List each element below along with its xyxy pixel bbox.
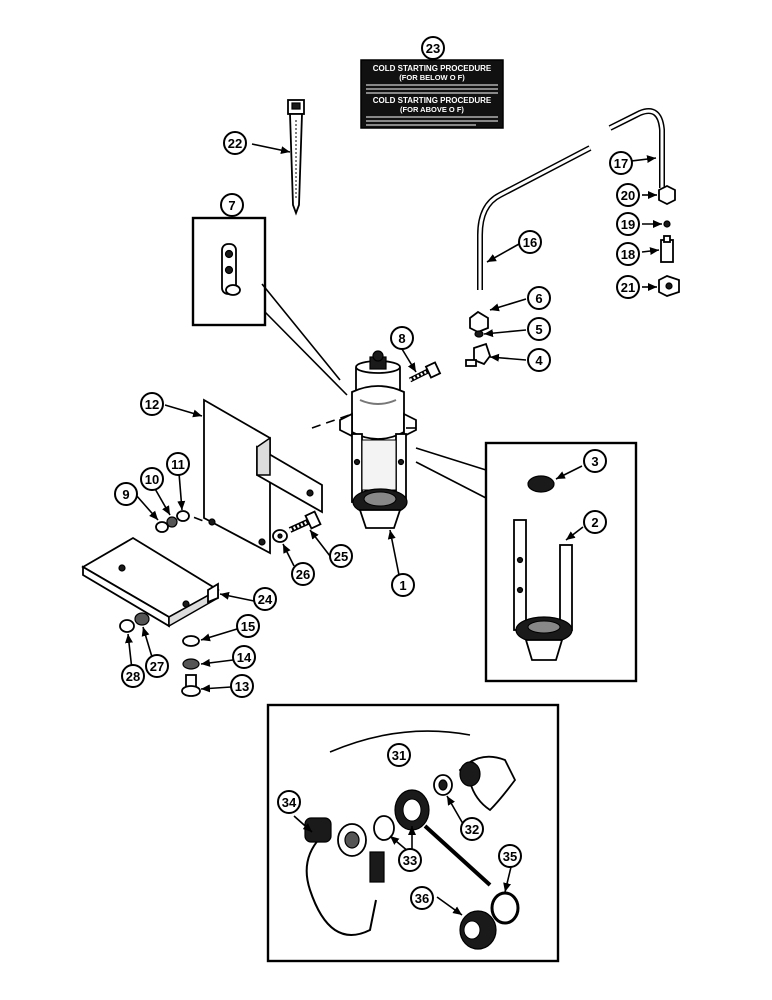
svg-text:32: 32	[465, 822, 479, 837]
callout-26: 26	[291, 562, 315, 586]
inset-box-clamp	[191, 216, 348, 396]
svg-text:34: 34	[282, 795, 297, 810]
svg-text:5: 5	[535, 322, 542, 337]
callout-2: 2	[583, 510, 607, 534]
svg-text:31: 31	[392, 748, 406, 763]
callout-27: 27	[145, 654, 169, 678]
svg-text:2: 2	[591, 515, 598, 530]
callout-7: 7	[220, 193, 244, 217]
fittings-4-6	[465, 310, 492, 367]
callout-28: 28	[121, 664, 145, 688]
fittings-18-21	[658, 184, 680, 297]
svg-text:10: 10	[145, 472, 159, 487]
cable-tie-part	[287, 99, 305, 216]
callout-3: 3	[583, 449, 607, 473]
callout-23: 23	[421, 36, 445, 60]
callout-36: 36	[410, 886, 434, 910]
svg-text:9: 9	[122, 487, 129, 502]
svg-text:24: 24	[258, 592, 273, 607]
svg-text:4: 4	[535, 353, 543, 368]
nut-washer-set-9-11	[155, 510, 190, 533]
start-aid-canister	[339, 350, 417, 529]
callout-20: 20	[616, 183, 640, 207]
svg-text:27: 27	[150, 659, 164, 674]
callout-5: 5	[527, 317, 551, 341]
callout-16: 16	[518, 230, 542, 254]
decal-sub-1: (FOR BELOW O F)	[399, 73, 465, 82]
fuel-tube	[477, 108, 665, 290]
bolt-nut-25-26	[272, 510, 322, 543]
svg-text:6: 6	[535, 291, 542, 306]
callout-14: 14	[232, 645, 256, 669]
callout-34: 34	[277, 790, 301, 814]
callout-35: 35	[498, 844, 522, 868]
nut-washer-27-28	[119, 612, 150, 633]
svg-text:18: 18	[621, 247, 635, 262]
svg-text:3: 3	[591, 454, 598, 469]
decal-sub-2: (FOR ABOVE O F)	[400, 105, 464, 114]
svg-text:33: 33	[403, 853, 417, 868]
callout-31: 31	[387, 743, 411, 767]
svg-text:19: 19	[621, 217, 635, 232]
cold-start-decal: COLD STARTING PROCEDURE (FOR BELOW O F) …	[360, 59, 504, 129]
callout-19: 19	[616, 212, 640, 236]
svg-text:21: 21	[621, 280, 635, 295]
callout-13: 13	[230, 674, 254, 698]
svg-text:26: 26	[296, 567, 310, 582]
callout-9: 9	[114, 482, 138, 506]
bolt-washers-13-15	[181, 635, 201, 697]
svg-text:11: 11	[171, 457, 185, 472]
callout-4: 4	[527, 348, 551, 372]
callout-25: 25	[329, 544, 353, 568]
callout-15: 15	[236, 614, 260, 638]
base-plate	[81, 536, 220, 628]
svg-text:25: 25	[334, 549, 348, 564]
callout-32: 32	[460, 817, 484, 841]
svg-text:13: 13	[235, 679, 249, 694]
svg-text:28: 28	[126, 669, 140, 684]
svg-text:7: 7	[228, 198, 235, 213]
callout-1: 1	[391, 573, 415, 597]
svg-text:35: 35	[503, 849, 517, 864]
callout-11: 11	[166, 452, 190, 476]
callout-18: 18	[616, 242, 640, 266]
inset-box-bracket	[415, 441, 638, 683]
callout-33: 33	[398, 848, 422, 872]
decal-heading-1: COLD STARTING PROCEDURE	[373, 64, 492, 73]
callout-21: 21	[616, 275, 640, 299]
svg-text:17: 17	[614, 156, 628, 171]
svg-text:8: 8	[398, 331, 405, 346]
screw-part-8	[408, 361, 442, 383]
callout-6: 6	[527, 286, 551, 310]
callout-10: 10	[140, 467, 164, 491]
svg-text:12: 12	[145, 397, 159, 412]
svg-text:22: 22	[228, 136, 242, 151]
callout-22: 22	[223, 131, 247, 155]
callout-12: 12	[140, 392, 164, 416]
callout-layer: 1 2 3 4 5 6 7 8 9 10 11 12 13 14 15 16 1…	[114, 36, 662, 916]
callout-17: 17	[609, 151, 633, 175]
svg-text:23: 23	[426, 41, 440, 56]
inset-box-switch	[266, 703, 560, 963]
svg-text:1: 1	[399, 578, 406, 593]
svg-text:16: 16	[523, 235, 537, 250]
svg-text:14: 14	[237, 650, 252, 665]
callout-8: 8	[390, 326, 414, 350]
callout-24: 24	[253, 587, 277, 611]
svg-text:36: 36	[415, 891, 429, 906]
svg-text:15: 15	[241, 619, 255, 634]
svg-text:20: 20	[621, 188, 635, 203]
mounting-bracket	[179, 398, 353, 555]
decal-heading-2: COLD STARTING PROCEDURE	[373, 96, 492, 105]
